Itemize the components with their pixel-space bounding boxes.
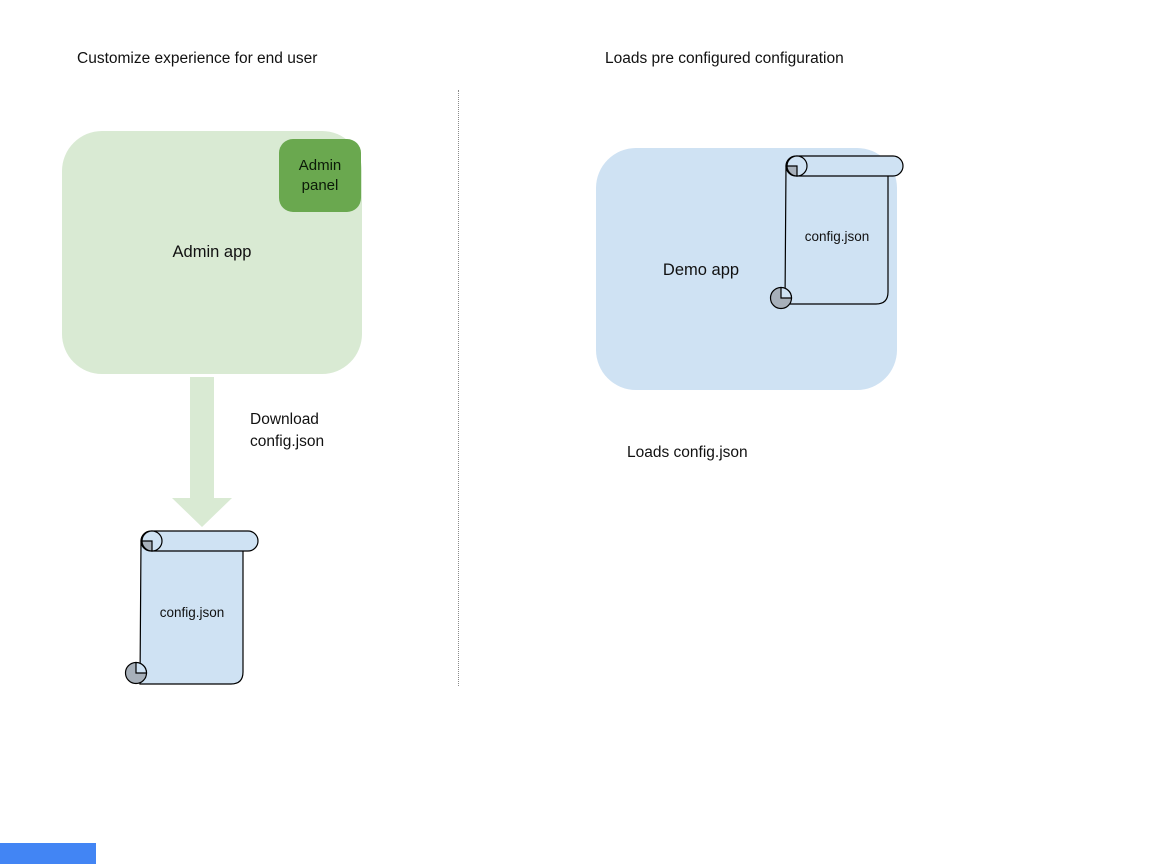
scroll-bottom-curl-left — [124, 661, 148, 685]
config-json-label-left: config.json — [159, 605, 225, 620]
loads-config-caption: Loads config.json — [627, 444, 748, 461]
section-divider-dotted-line — [458, 90, 459, 686]
left-section-title: Customize experience for end user — [77, 50, 318, 67]
corner-accent-bar — [0, 843, 96, 864]
admin-panel-box: Admin panel — [279, 139, 361, 212]
download-arrow — [172, 377, 232, 527]
admin-app-label: Admin app — [172, 243, 252, 261]
scroll-top-curl-left — [141, 530, 163, 552]
config-json-label-right: config.json — [804, 229, 870, 244]
admin-panel-label: Admin panel — [298, 156, 342, 194]
right-section-title: Loads pre configured configuration — [605, 50, 844, 67]
demo-app-label: Demo app — [662, 261, 740, 279]
download-config-caption: Download config.json — [250, 411, 325, 450]
admin-app-box: Admin app Admin panel — [62, 131, 362, 374]
